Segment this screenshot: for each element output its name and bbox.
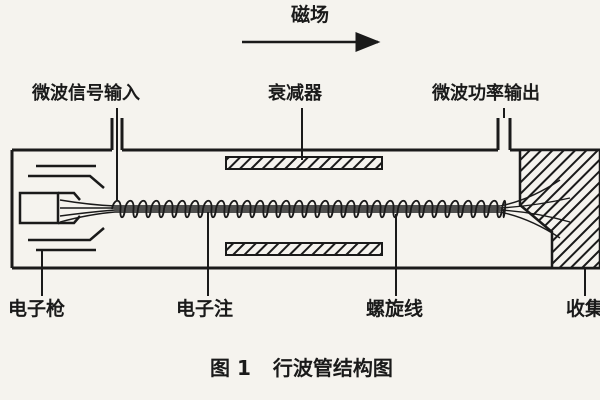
- magnetic-field-label: 磁场: [291, 4, 330, 26]
- electron-beam-lines: [59, 179, 571, 239]
- microwave-output-label: 微波功率输出: [432, 83, 540, 104]
- helix-coil: [111, 199, 507, 219]
- figure-title: 行波管结构图: [272, 356, 393, 380]
- electron-gun-label: 电子枪: [8, 298, 66, 320]
- figure-number: 图 1: [210, 356, 251, 380]
- microwave-input-label: 微波信号输入: [32, 83, 140, 104]
- attenuator-top: [225, 156, 383, 170]
- tube-envelope: [10, 118, 600, 270]
- collector-body: [518, 148, 600, 270]
- collector-label: 收集: [566, 298, 600, 320]
- electron-gun: [18, 164, 105, 252]
- leader-lines: [41, 108, 586, 296]
- figure-caption: 图 1 行波管结构图: [210, 352, 393, 381]
- electron-beam-label: 电子注: [176, 298, 234, 320]
- attenuator-bottom: [225, 242, 383, 256]
- attenuator-label: 衰减器: [268, 83, 322, 104]
- helix-label: 螺旋线: [366, 298, 424, 320]
